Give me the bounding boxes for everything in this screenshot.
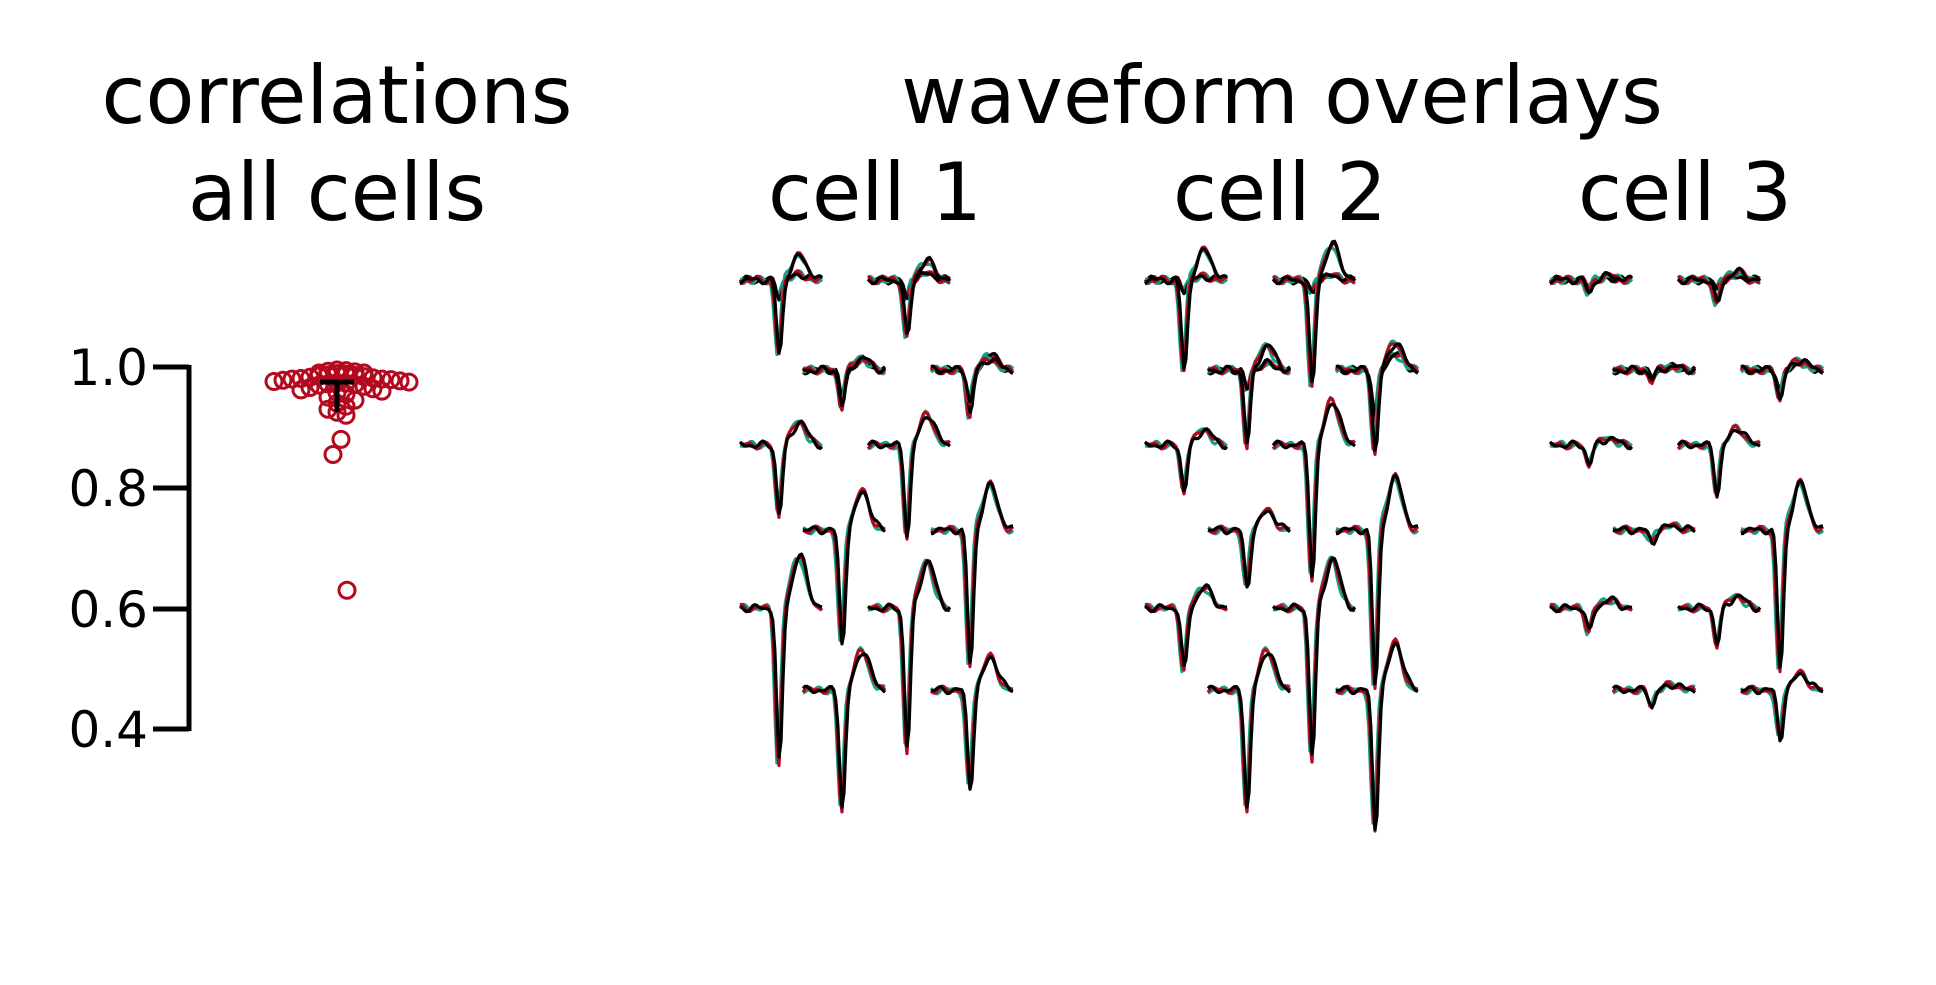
waveform-trace [1335,342,1419,452]
waveform-trace [1548,271,1633,295]
correlation-point [336,405,356,425]
waveform-trace [930,480,1013,665]
correlation-point [337,580,357,600]
correlation-point [323,444,343,464]
y-axis: 1.0 0.8 0.6 0.4 [68,339,192,759]
waveform-trace [1144,583,1228,667]
waveform-trace [1271,239,1356,384]
waveform-trace [1206,652,1292,809]
waveform-trace [1676,428,1761,498]
waveform-trace [1676,266,1761,303]
waveform-trace [1740,479,1823,669]
waveform-trace [1612,523,1696,546]
correlation-point [354,376,374,396]
y-tick-label-1-0: 1.0 [68,339,148,397]
waveform-trace [1740,671,1824,743]
waveform-trace [1335,473,1418,686]
waveform-trace [738,252,823,355]
waveform-trace [738,419,824,515]
correlations-title-line-2: all cells [188,146,486,239]
waveform-trace [1612,364,1697,382]
cell-2-label: cell 2 [1173,146,1387,239]
median-marker [320,379,354,413]
waveform-trace [1611,682,1697,709]
waveform-trace [930,357,1014,404]
cell-1-label: cell 1 [768,146,982,239]
correlation-point [291,380,311,400]
waveform-trace [801,652,887,809]
cell-3-label: cell 3 [1578,146,1792,239]
waveform-overlays-title: waveform overlays [901,49,1663,142]
correlation-point [309,375,329,395]
correlation-point [331,429,351,449]
correlation-point [300,378,320,398]
waveform-trace [1271,402,1356,579]
y-tick-label-0-8: 0.8 [68,460,148,518]
waveform-trace [1143,427,1229,493]
waveform-trace [802,355,887,408]
waveform-trace [867,559,952,748]
correlation-point [363,379,383,399]
waveform-trace [1143,247,1228,371]
waveform-trace [930,655,1014,791]
waveform-trace [739,552,823,759]
y-tick-label-0-4: 0.4 [68,701,148,759]
correlation-point [273,370,293,390]
correlation-point [399,372,419,392]
correlation-point [372,381,392,401]
waveform-trace [866,255,951,335]
correlation-point [390,371,410,391]
waveform-overlays [738,239,1825,833]
waveform-trace [1548,435,1634,467]
waveform-trace [866,416,951,538]
waveform-trace [1207,509,1292,589]
waveform-trace [1272,556,1357,756]
waveform-trace [1549,595,1633,630]
waveform-trace [1740,358,1824,401]
y-tick-label-0-6: 0.6 [68,581,148,639]
correlations-title-line-1: correlations [102,49,573,142]
correlation-point [264,371,284,391]
correlation-points [264,360,419,600]
waveform-trace [1677,593,1762,646]
correlation-point [381,370,401,390]
waveform-trace [1207,343,1292,445]
waveform-trace [1335,641,1419,832]
waveform-trace [802,490,887,645]
